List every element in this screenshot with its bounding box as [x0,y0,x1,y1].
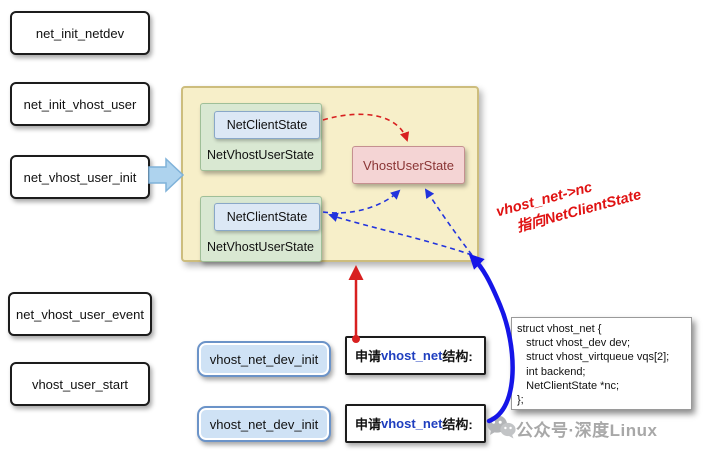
alloc-prefix: 申请 [355,349,382,364]
wechat-icon [487,415,516,439]
fn-label: net_vhost_user_event [16,306,144,322]
net-vhost-user-state-label: NetVhostUserState [207,148,314,162]
fn-box-net-init-vhost-user: net_init_vhost_user [10,82,150,126]
vhost-user-state-label: VhostUserState [362,157,455,173]
dev-init-label: vhost_net_dev_init [209,416,319,432]
struct-vhost-net-code-box: struct vhost_net { struct vhost_dev dev;… [511,317,692,410]
fn-box-net-vhost-user-event: net_vhost_user_event [8,292,152,336]
code-line: struct vhost_dev dev; [517,337,631,350]
code-line: struct vhost_virtqueue vqs[2]; [517,351,670,364]
net-client-state-box-2: NetClientState [214,203,320,231]
watermark-text: 公众号·深度Linux [516,421,658,440]
net-client-state-box-1: NetClientState [214,111,320,139]
fn-label: net_init_netdev [35,25,125,41]
fn-label: net_vhost_user_init [23,169,137,185]
fn-box-net-init-netdev: net_init_netdev [10,11,150,55]
net-client-state-label: NetClientState [226,118,308,132]
vhost-user-state-box: VhostUserState [352,146,465,184]
code-line: }; [517,394,524,407]
vhost-net-dev-init-box-2: vhost_net_dev_init [197,406,331,442]
fn-box-vhost-user-start: vhost_user_start [10,362,150,406]
code-line: struct vhost_net { [517,323,602,335]
net-vhost-user-state-label: NetVhostUserState [207,240,314,254]
alloc-emphasis: vhost_net [381,416,443,431]
vhost-net-dev-init-box-1: vhost_net_dev_init [197,341,331,377]
block-arrow [148,157,185,193]
code-line: NetClientState *nc; [517,379,620,392]
alloc-emphasis: vhost_net [381,348,443,363]
alloc-suffix: 结构: [442,349,473,364]
alloc-suffix: 结构: [442,417,473,432]
alloc-prefix: 申请 [355,417,382,432]
code-line: int backend; [517,365,586,378]
fn-box-net-vhost-user-init: net_vhost_user_init [10,155,150,199]
dev-init-label: vhost_net_dev_init [209,351,319,367]
fn-label: net_init_vhost_user [23,96,137,112]
fn-label: vhost_user_start [31,376,129,392]
handwritten-annotation: vhost_net->nc 指向NetClientState [494,153,693,242]
net-client-state-label: NetClientState [226,210,308,224]
